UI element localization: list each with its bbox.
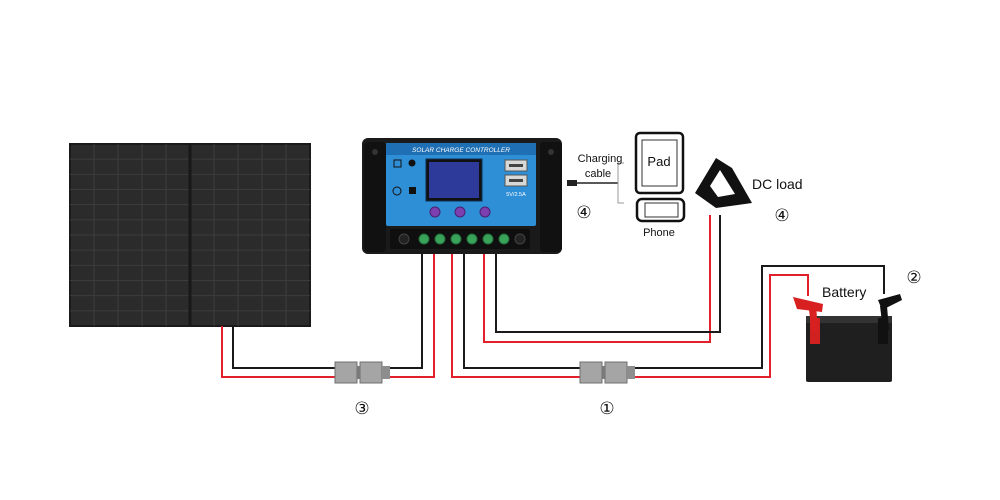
panel-wires <box>221 250 435 378</box>
anderson-connector-icon <box>334 361 390 384</box>
battery-label: Battery <box>822 284 866 300</box>
tablet-icon <box>634 131 685 195</box>
controller-title: SOLAR CHARGE CONTROLLER <box>412 147 510 154</box>
battery-wires <box>451 250 885 378</box>
dc-load-icon <box>695 158 752 208</box>
usb-cable-icon <box>567 162 624 204</box>
anderson-connector-icon <box>579 361 635 384</box>
marker-dc-load: ④ <box>774 206 789 226</box>
dc-load-label: DC load <box>752 176 803 192</box>
marker-battery: ② <box>906 268 921 288</box>
phone-label: Phone <box>643 227 675 239</box>
marker-panel-link: ③ <box>354 399 369 419</box>
phone-icon <box>635 197 686 223</box>
marker-usb-devices: ④ <box>576 203 591 223</box>
charging-cable-label-line2: cable <box>585 168 611 180</box>
charging-cable-label-line1: Charging <box>578 153 623 165</box>
pad-label: Pad <box>647 154 670 169</box>
solar-panel-icon <box>69 143 311 327</box>
battery-icon <box>793 294 902 382</box>
marker-battery-link: ① <box>599 399 614 419</box>
usb-rating: 5V/2.5A <box>506 192 526 198</box>
charge-controller-icon: SOLAR CHARGE CONTROLLER 5V/2.5A <box>362 138 562 254</box>
load-wires <box>483 215 721 343</box>
